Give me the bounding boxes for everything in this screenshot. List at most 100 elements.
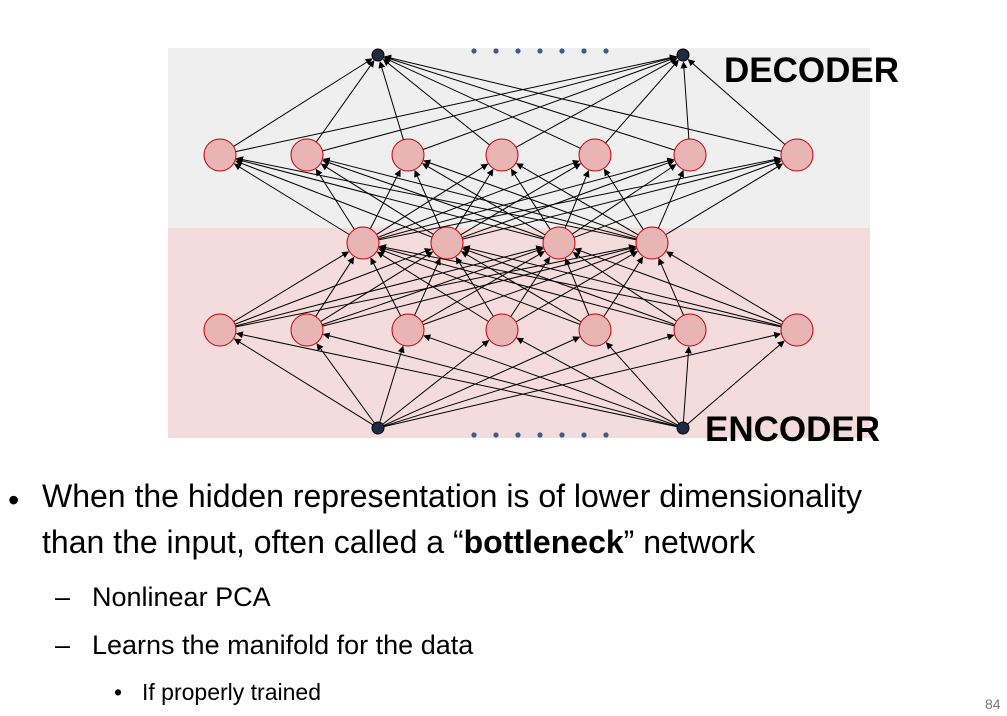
edge-l1-0-to-0 bbox=[233, 251, 350, 323]
main-bullet-text-2: than the input, often called a “ bbox=[42, 524, 464, 560]
sub-sub-bullet-marker: • bbox=[114, 679, 123, 705]
input-ellipsis-dot bbox=[559, 432, 565, 438]
edge-l1-0-to-2 bbox=[235, 245, 544, 327]
edge-l2-2-to-2 bbox=[422, 163, 546, 236]
bullet-marker: • bbox=[8, 482, 20, 518]
edge-l3-2-to-0 bbox=[378, 61, 404, 140]
input-node-0 bbox=[371, 421, 385, 435]
edge-l1-0-to-1 bbox=[234, 248, 432, 325]
edge-l1-4-to-2 bbox=[564, 258, 590, 316]
edge-l3-2-to-1 bbox=[422, 56, 678, 151]
edge-l1-4-to-1 bbox=[461, 251, 582, 323]
hidden-1-node-3 bbox=[485, 313, 519, 347]
edge-l0-1-to-3 bbox=[516, 337, 678, 426]
edge-l2-3-to-6 bbox=[665, 163, 784, 236]
edge-l2-1-to-0 bbox=[235, 160, 433, 238]
hidden-3-node-4 bbox=[578, 138, 612, 172]
edge-l0-0-to-4 bbox=[383, 336, 581, 426]
network-nodes bbox=[203, 48, 814, 435]
edge-l1-5-to-1 bbox=[462, 247, 676, 326]
dash-marker-1: – bbox=[55, 582, 71, 612]
edge-l2-3-to-4 bbox=[603, 168, 644, 230]
edge-l3-6-to-1 bbox=[687, 59, 786, 145]
decoder-label: DECODER bbox=[724, 51, 899, 90]
output-node-1 bbox=[676, 48, 690, 62]
network-edges bbox=[233, 54, 786, 428]
page-number: 84 bbox=[985, 696, 1001, 712]
bottleneck-node-1 bbox=[430, 226, 464, 260]
sub-sub-bullet-1: If properly trained bbox=[142, 679, 321, 705]
edge-l1-6-to-3 bbox=[665, 251, 784, 323]
hidden-3-node-6 bbox=[780, 138, 814, 172]
bottleneck-node-2 bbox=[542, 226, 576, 260]
edge-l2-0-to-5 bbox=[378, 157, 675, 240]
output-ellipsis-dot bbox=[515, 48, 521, 54]
output-ellipsis-dot bbox=[493, 48, 499, 54]
edge-l3-1-to-1 bbox=[322, 55, 677, 152]
sub-bullet-1: Nonlinear PCA bbox=[92, 582, 271, 612]
edge-l3-1-to-0 bbox=[315, 60, 375, 143]
edge-l3-5-to-1 bbox=[680, 61, 690, 140]
edge-l1-2-to-1 bbox=[414, 257, 441, 316]
edge-l2-0-to-2 bbox=[369, 169, 401, 229]
main-bullet-text: When the hidden representation is of low… bbox=[42, 478, 863, 514]
hidden-3-node-3 bbox=[485, 138, 519, 172]
edge-l3-4-to-0 bbox=[383, 57, 581, 149]
edge-l2-3-to-1 bbox=[322, 157, 637, 240]
main-bullet-line-2: than the input, often called a “bottlene… bbox=[42, 524, 755, 561]
edge-l0-1-to-6 bbox=[687, 340, 785, 425]
encoder-band bbox=[168, 228, 870, 438]
edge-l0-0-to-6 bbox=[383, 331, 782, 428]
encoder-label: ENCODER bbox=[705, 410, 880, 449]
edge-l2-0-to-0 bbox=[233, 163, 350, 236]
input-node-1 bbox=[676, 421, 690, 435]
input-ellipsis-dot bbox=[515, 432, 521, 438]
input-ellipsis-dot bbox=[493, 432, 499, 438]
edge-l1-1-to-0 bbox=[315, 256, 355, 317]
edge-l2-1-to-2 bbox=[414, 169, 441, 229]
edge-l3-5-to-0 bbox=[383, 55, 675, 151]
edge-l3-4-to-1 bbox=[605, 59, 679, 144]
edge-l0-0-to-5 bbox=[383, 333, 675, 427]
edge-l2-1-to-6 bbox=[462, 157, 782, 240]
edge-l2-2-to-1 bbox=[322, 159, 545, 239]
edge-l0-1-to-4 bbox=[605, 342, 680, 424]
edge-l0-1-to-5 bbox=[682, 346, 692, 423]
autoencoder-diagram: DECODER ENCODER bbox=[168, 48, 899, 449]
main-bullet-line-1: When the hidden representation is of low… bbox=[42, 478, 862, 515]
input-ellipsis-dot bbox=[471, 432, 477, 438]
main-bullet-text-3: ” network bbox=[623, 524, 756, 560]
edge-l1-5-to-0 bbox=[378, 245, 675, 327]
edge-l0-0-to-2 bbox=[379, 345, 405, 423]
edge-l2-3-to-0 bbox=[235, 156, 637, 241]
input-ellipsis-dot bbox=[581, 432, 587, 438]
hidden-1-node-0 bbox=[203, 313, 237, 347]
input-ellipsis-dot bbox=[603, 432, 609, 438]
edge-l1-6-to-2 bbox=[574, 247, 783, 325]
edge-l1-6-to-0 bbox=[378, 244, 782, 328]
input-ellipsis-dot bbox=[537, 432, 543, 438]
hidden-3-node-1 bbox=[290, 138, 324, 172]
edge-l0-1-to-1 bbox=[322, 332, 678, 427]
edge-l0-0-to-0 bbox=[233, 338, 374, 426]
edge-l2-0-to-6 bbox=[378, 156, 782, 241]
hidden-1-node-5 bbox=[673, 313, 707, 347]
edge-l1-4-to-0 bbox=[378, 247, 581, 325]
edge-l0-0-to-1 bbox=[316, 343, 375, 424]
output-ellipsis-dot bbox=[559, 48, 565, 54]
hidden-3-node-2 bbox=[391, 138, 425, 172]
bottleneck-node-3 bbox=[635, 226, 669, 260]
edge-l3-6-to-0 bbox=[384, 54, 782, 152]
bottleneck-node-0 bbox=[346, 226, 380, 260]
hidden-3-node-0 bbox=[203, 138, 237, 172]
edge-l0-1-to-0 bbox=[235, 331, 678, 428]
edge-l2-3-to-2 bbox=[423, 159, 638, 239]
edge-l0-0-to-3 bbox=[382, 340, 490, 425]
edge-l1-3-to-1 bbox=[455, 256, 494, 317]
output-ellipsis-dot bbox=[603, 48, 609, 54]
edge-l2-1-to-1 bbox=[320, 163, 434, 235]
output-ellipsis-dot bbox=[537, 48, 543, 54]
decoder-band bbox=[168, 48, 870, 228]
edge-l2-1-to-5 bbox=[461, 159, 675, 239]
